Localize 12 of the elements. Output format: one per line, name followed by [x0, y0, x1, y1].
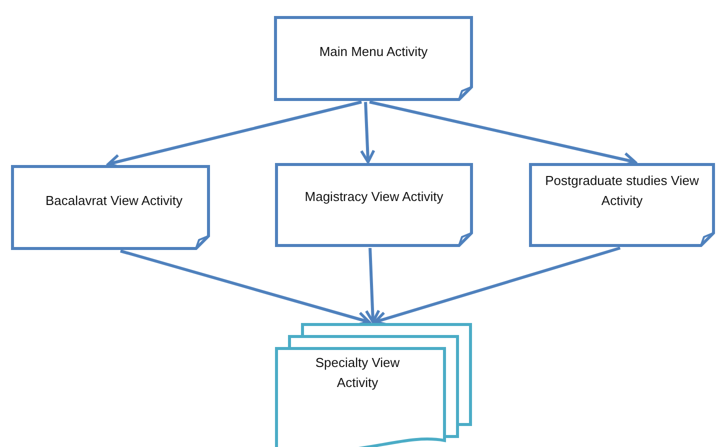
document-box	[275, 163, 473, 247]
document-box	[11, 165, 210, 250]
arrow	[360, 102, 376, 164]
node-label: Postgraduate studies View Activity	[544, 172, 700, 210]
node-label: Magistracy View Activity	[304, 188, 444, 206]
node-label: Bacalavrat View Activity	[44, 192, 184, 210]
document-box	[529, 163, 715, 247]
document-box	[274, 16, 473, 101]
node-label: Specialty View Activity	[314, 354, 401, 392]
multi-document-shape	[275, 323, 471, 447]
arrow	[364, 248, 380, 324]
node-label: Main Menu Activity	[318, 43, 429, 61]
